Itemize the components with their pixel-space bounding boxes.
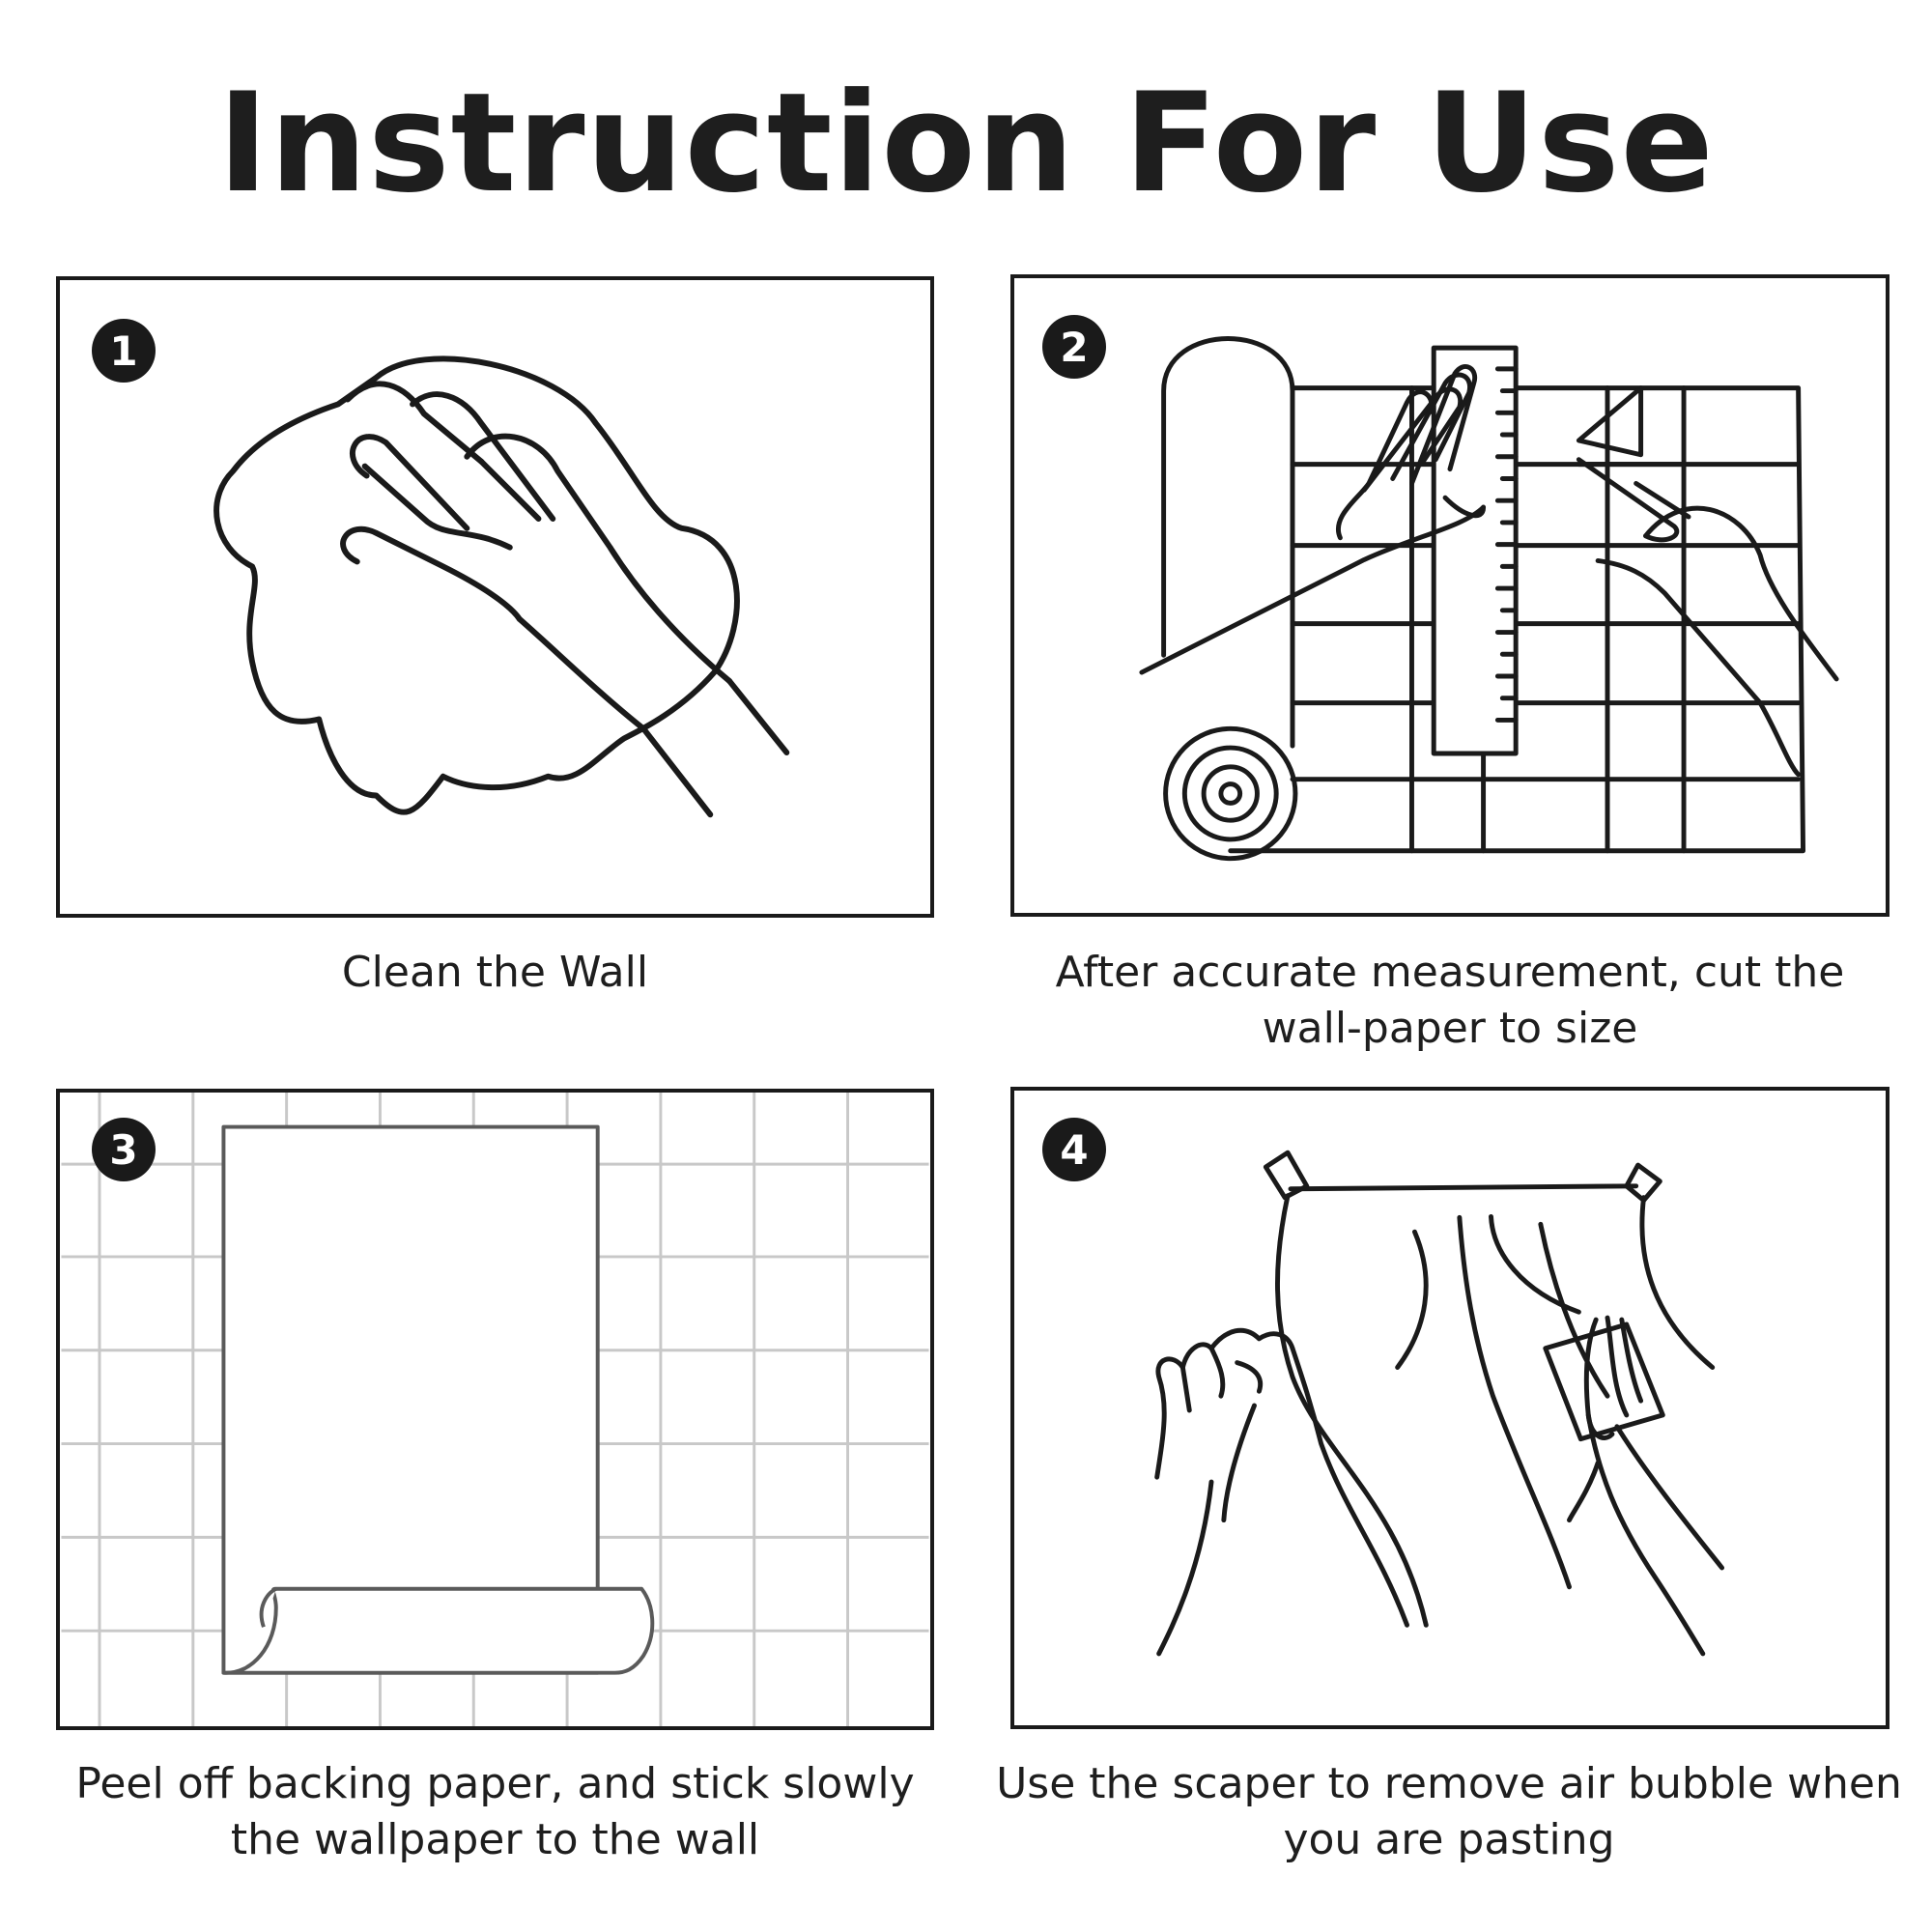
step-4-badge: 4	[1042, 1118, 1106, 1181]
step-1-badge: 1	[92, 319, 156, 383]
step-2-badge: 2	[1042, 315, 1106, 379]
step-1-caption: Clean the Wall	[341, 948, 649, 997]
step-1-panel: 1	[56, 276, 934, 918]
peeling-backing-paper-illustration	[61, 1093, 929, 1726]
step-2-panel: 2	[1010, 274, 1889, 917]
step-4-panel: 4	[1010, 1087, 1889, 1729]
smoothing-with-scraper-illustration	[1154, 1150, 1725, 1657]
measuring-wallpaper-roll-illustration	[1139, 336, 1839, 862]
step-3-badge: 3	[92, 1118, 156, 1181]
hand-wiping-cloth-illustration	[213, 355, 790, 818]
step-3-panel: 3	[56, 1089, 934, 1730]
step-2-caption: After accurate measurement, cut the wall…	[1055, 948, 1845, 1053]
step-4-caption: Use the scaper to remove air bubble when…	[996, 1759, 1902, 1864]
page-title: Instruction For Use	[217, 64, 1715, 223]
step-3-caption: Peel off backing paper, and stick slowly…	[75, 1759, 915, 1864]
